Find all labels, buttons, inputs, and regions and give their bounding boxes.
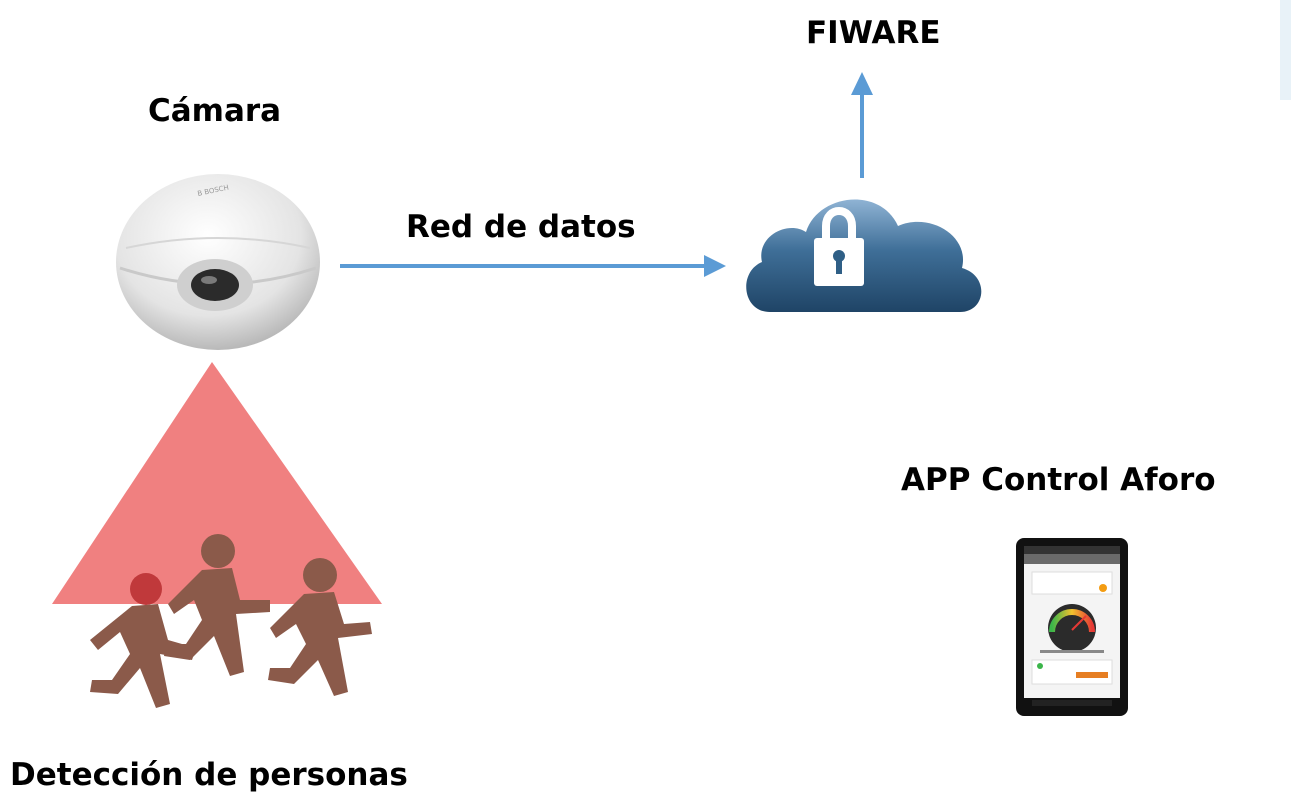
detection-label: Detección de personas [10, 757, 408, 793]
network-arrow [340, 255, 726, 277]
smartphone-gauge-app-icon [1016, 538, 1128, 716]
fiware-arrow [851, 72, 873, 178]
secure-cloud-lock-icon [746, 199, 982, 312]
fisheye-camera-icon: B BOSCH [116, 174, 320, 350]
fiware-label: FIWARE [806, 15, 941, 51]
camera-label: Cámara [148, 93, 282, 129]
decorative-edge-block [1280, 0, 1291, 100]
app-label: APP Control Aforo [901, 462, 1216, 498]
running-people-icon [90, 534, 372, 708]
detection-cone [52, 362, 382, 604]
network-label: Red de datos [406, 209, 636, 245]
